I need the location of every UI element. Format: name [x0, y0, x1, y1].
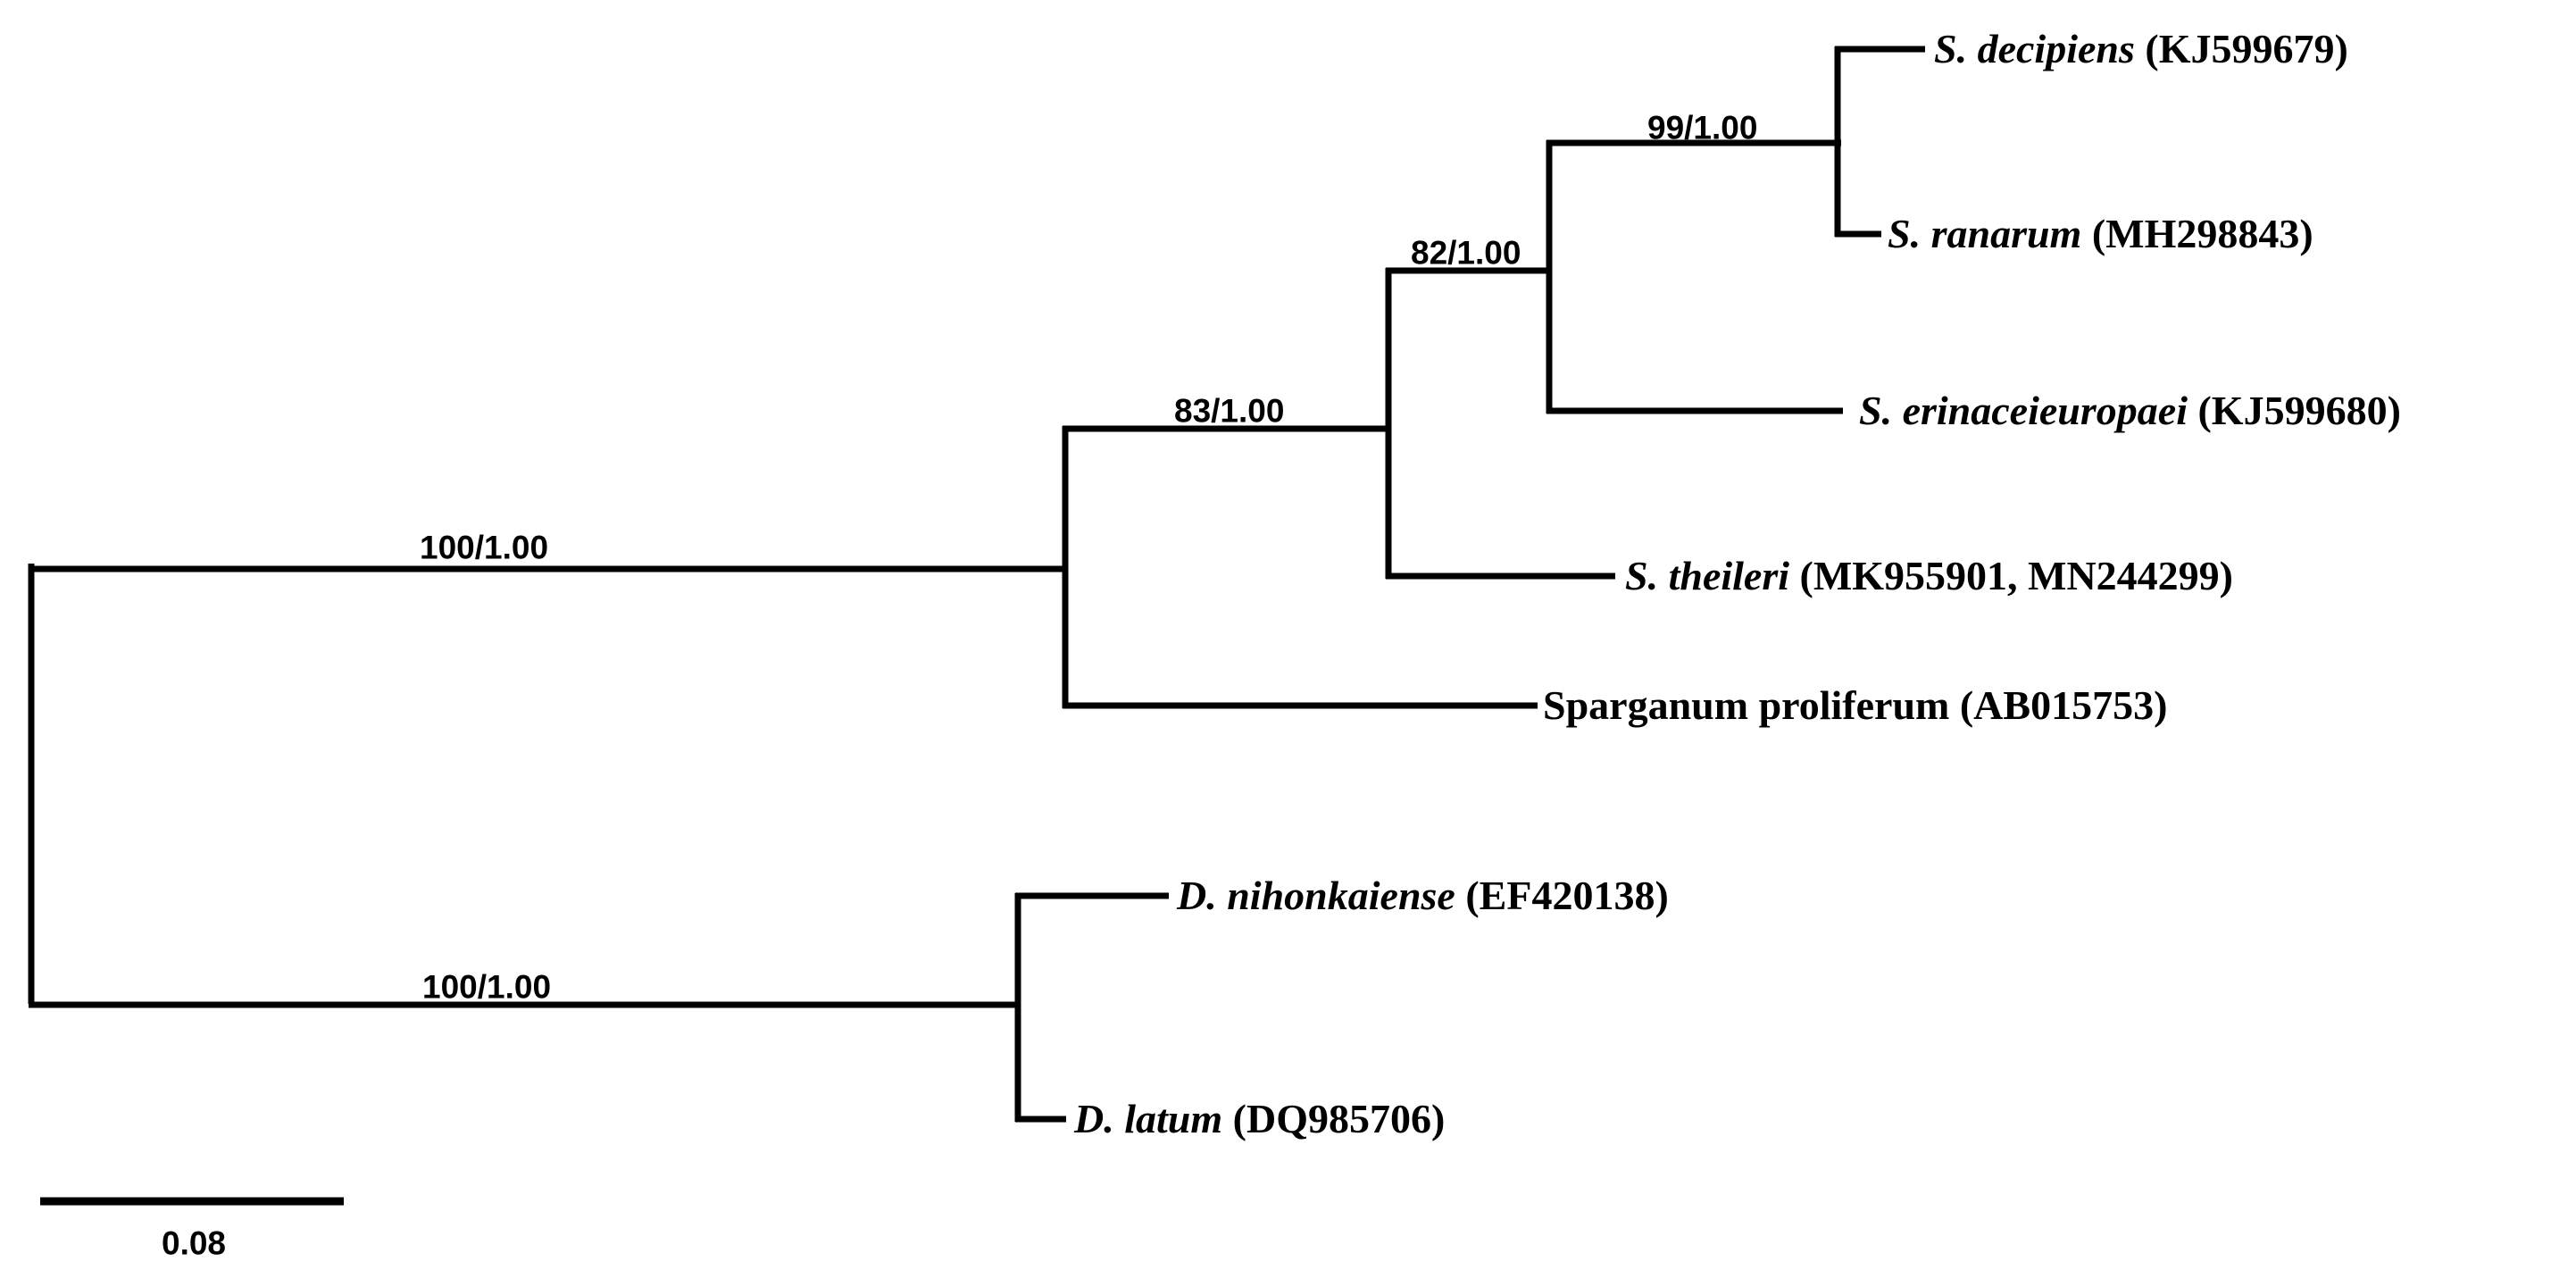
species-name: S. theileri: [1625, 553, 1790, 598]
species-name: S. ranarum: [1888, 211, 2082, 256]
accession-number: (DQ985706): [1222, 1096, 1446, 1141]
support-value-node-erinaceieuropaei-clade: 82/1.00: [1411, 234, 1521, 272]
accession-number: (KJ599680): [2187, 388, 2401, 433]
support-value-node-theileri-clade: 83/1.00: [1174, 392, 1285, 430]
tip-label-s-decipiens: S. decipiens (KJ599679): [1934, 29, 2348, 70]
species-name: S. decipiens: [1934, 26, 2135, 71]
accession-number: (EF420138): [1455, 873, 1669, 918]
tip-label-sparganum-proliferum: Sparganum proliferum (AB015753): [1543, 685, 2167, 726]
accession-number: Sparganum proliferum (AB015753): [1543, 682, 2168, 728]
tip-label-s-erinaceieuropaei: S. erinaceieuropaei (KJ599680): [1859, 390, 2401, 431]
species-name: S. erinaceieuropaei: [1859, 388, 2188, 433]
support-value-node-diphyllobothrium-clade: 100/1.00: [422, 968, 552, 1006]
species-name: D. nihonkaiense: [1177, 873, 1455, 918]
scale-bar-label: 0.08: [161, 1224, 227, 1262]
tip-label-s-ranarum: S. ranarum (MH298843): [1888, 213, 2313, 255]
tip-label-s-theileri: S. theileri (MK955901, MN244299): [1625, 556, 2233, 597]
support-value-node-spirometra-clade: 100/1.00: [420, 529, 549, 566]
tip-label-d-nihonkaiense: D. nihonkaiense (EF420138): [1177, 875, 1669, 916]
tip-label-d-latum: D. latum (DQ985706): [1074, 1099, 1445, 1140]
branch-group: [28, 46, 1925, 1123]
species-name: D. latum: [1074, 1096, 1223, 1141]
accession-number: (MH298843): [2081, 211, 2313, 256]
accession-number: (KJ599679): [2134, 26, 2348, 71]
support-value-node-decipiens-ranarum: 99/1.00: [1647, 109, 1758, 146]
accession-number: (MK955901, MN244299): [1789, 553, 2234, 598]
